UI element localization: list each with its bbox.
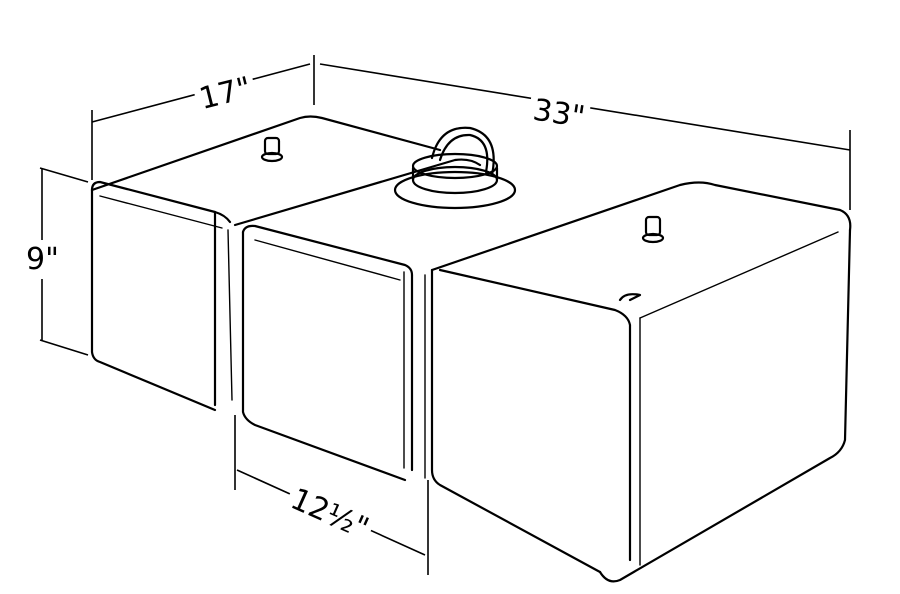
height-dimension-label: 9" <box>26 240 59 279</box>
filler-cap-icon <box>393 126 517 210</box>
vent-fitting-left-icon <box>260 136 284 163</box>
right-tank-section <box>424 181 852 583</box>
left-tank-section <box>90 115 442 412</box>
center-tank-section <box>227 158 482 482</box>
vent-fitting-right-icon <box>641 215 665 244</box>
